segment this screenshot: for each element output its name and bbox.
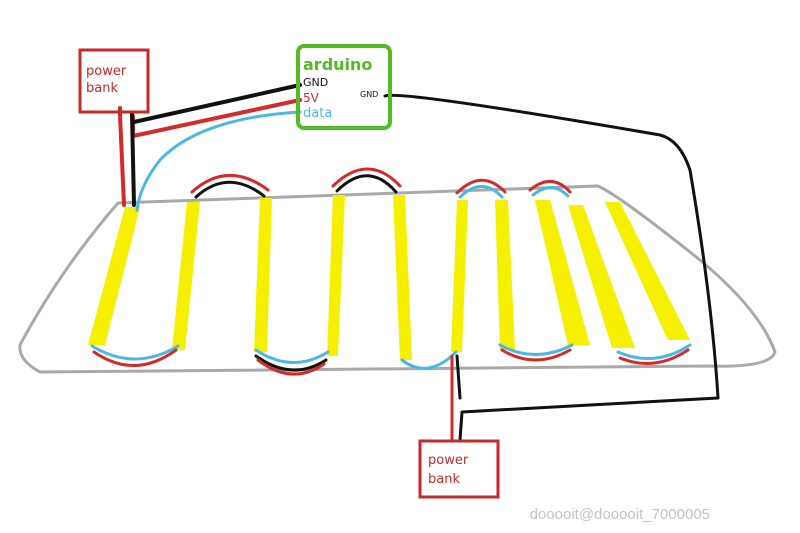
power-bank-top-box bbox=[78, 48, 150, 114]
bottom-loop-1-blue bbox=[90, 344, 180, 361]
led-strip-4 bbox=[327, 195, 345, 356]
top-loop-3-red bbox=[455, 178, 507, 195]
bottom-loop-4-blue bbox=[498, 343, 574, 356]
led-strip-5 bbox=[393, 195, 412, 360]
power-bank-bottom-label-1: power bbox=[428, 453, 469, 468]
bottom-loop-5-blue bbox=[616, 343, 692, 361]
top-connectors bbox=[190, 167, 572, 199]
led-strips bbox=[88, 195, 690, 360]
bottom-loop-5-red bbox=[618, 348, 690, 365]
ground-wire-gnd-arduino bbox=[132, 83, 302, 124]
top-loop-2-black bbox=[335, 174, 398, 194]
ground-wire-long bbox=[383, 93, 720, 442]
bottom-loop-1-red bbox=[92, 348, 178, 367]
supply-wires bbox=[118, 83, 720, 442]
bottom-connectors bbox=[90, 343, 692, 376]
led-strip-9 bbox=[568, 205, 635, 348]
arduino-pin-gnd: GND bbox=[303, 76, 328, 89]
ground-wire-bottom-tip bbox=[455, 354, 462, 400]
arduino-board: arduino GND 5V data GND bbox=[296, 44, 392, 130]
arduino-pin-gnd-right: GND bbox=[360, 90, 378, 99]
led-strip-8 bbox=[535, 200, 590, 345]
top-loop-2-red bbox=[331, 167, 402, 188]
top-loop-1-red bbox=[190, 174, 270, 194]
ground-wire-gnd bbox=[130, 112, 136, 207]
data-wire bbox=[135, 110, 302, 212]
arduino-title: arduino bbox=[303, 55, 372, 74]
bottom-loop-4-red bbox=[500, 348, 572, 362]
arduino-pin-data: data bbox=[303, 106, 332, 121]
power-bank-top-label-1: power bbox=[86, 64, 127, 79]
led-strip-6 bbox=[451, 200, 468, 352]
arduino-pin-5v: 5V bbox=[303, 91, 320, 105]
top-loop-1-black bbox=[194, 180, 266, 199]
top-loop-4-blue bbox=[531, 186, 570, 198]
table-outline bbox=[18, 184, 777, 374]
power-bank-bottom: power bank bbox=[418, 439, 500, 499]
arduino-outline bbox=[296, 44, 392, 130]
led-strip-10 bbox=[605, 202, 690, 340]
led-strip-2 bbox=[172, 202, 200, 350]
top-loop-3-blue bbox=[458, 185, 504, 199]
led-strip-3 bbox=[254, 198, 272, 352]
bottom-loop-2-black bbox=[254, 354, 328, 372]
led-strip-7 bbox=[495, 200, 515, 350]
power-bank-top-label-2: bank bbox=[86, 81, 118, 96]
watermark: dooooit@dooooit_7000005 bbox=[529, 506, 710, 523]
power-wire-5v bbox=[118, 106, 126, 207]
bottom-loop-2-blue bbox=[254, 348, 330, 364]
power-bank-bottom-label-2: bank bbox=[428, 472, 460, 487]
power-bank-bottom-box bbox=[418, 439, 500, 499]
top-loop-4-red bbox=[528, 180, 572, 194]
led-strip-1 bbox=[88, 207, 140, 345]
bottom-loop-2-red bbox=[256, 358, 326, 376]
power-bank-top: power bank bbox=[78, 48, 150, 114]
